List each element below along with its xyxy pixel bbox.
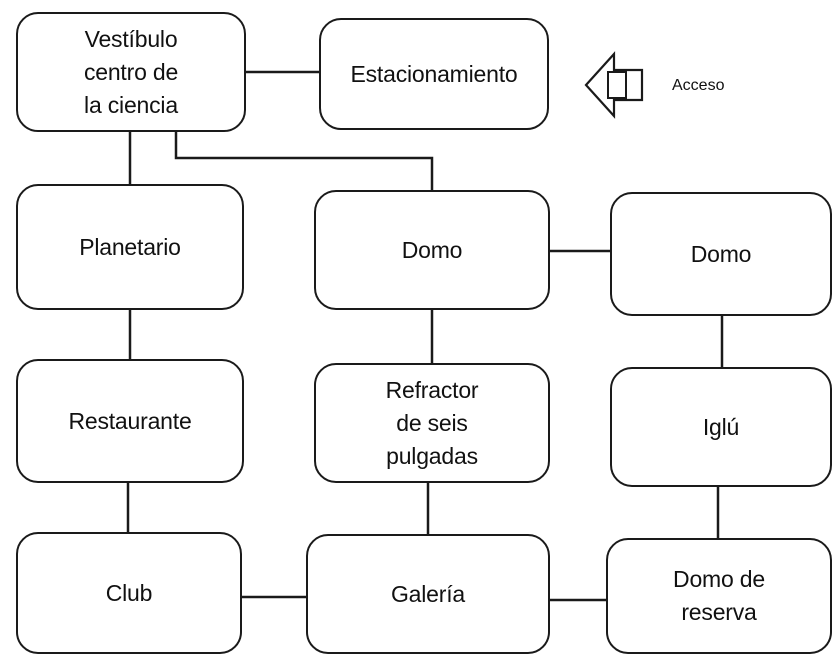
arrow-left-icon	[584, 51, 644, 119]
node-refractor-de-seis-pulgadas: Refractor de seis pulgadas	[314, 363, 550, 483]
node-label: Galería	[390, 580, 466, 607]
node-label: Restaurante	[68, 407, 192, 434]
node-restaurante: Restaurante	[16, 359, 244, 483]
node-label: Iglú	[702, 413, 740, 440]
node-label: Refractor de seis pulgadas	[385, 376, 479, 469]
node-label: Planetario	[79, 233, 181, 260]
node-domo-central: Domo	[314, 190, 550, 310]
node-label: Domo	[401, 236, 463, 263]
edge-vestibulo-domo	[174, 132, 434, 190]
node-label: Club	[105, 579, 153, 606]
node-domo-de-reserva: Domo de reserva	[606, 538, 832, 654]
node-club: Club	[16, 532, 242, 654]
node-label: Domo	[690, 240, 752, 267]
node-galeria: Galería	[306, 534, 550, 654]
node-estacionamiento: Estacionamiento	[319, 18, 549, 130]
node-label: Vestíbulo centro de la ciencia	[83, 25, 179, 118]
node-vestibulo-centro-de-la-ciencia: Vestíbulo centro de la ciencia	[16, 12, 246, 132]
node-label: Domo de reserva	[673, 566, 765, 625]
node-domo-right: Domo	[610, 192, 832, 316]
access-label: Acceso	[672, 77, 725, 94]
node-label: Estacionamiento	[350, 60, 518, 87]
node-planetario: Planetario	[16, 184, 244, 310]
node-iglu: Iglú	[610, 367, 832, 487]
